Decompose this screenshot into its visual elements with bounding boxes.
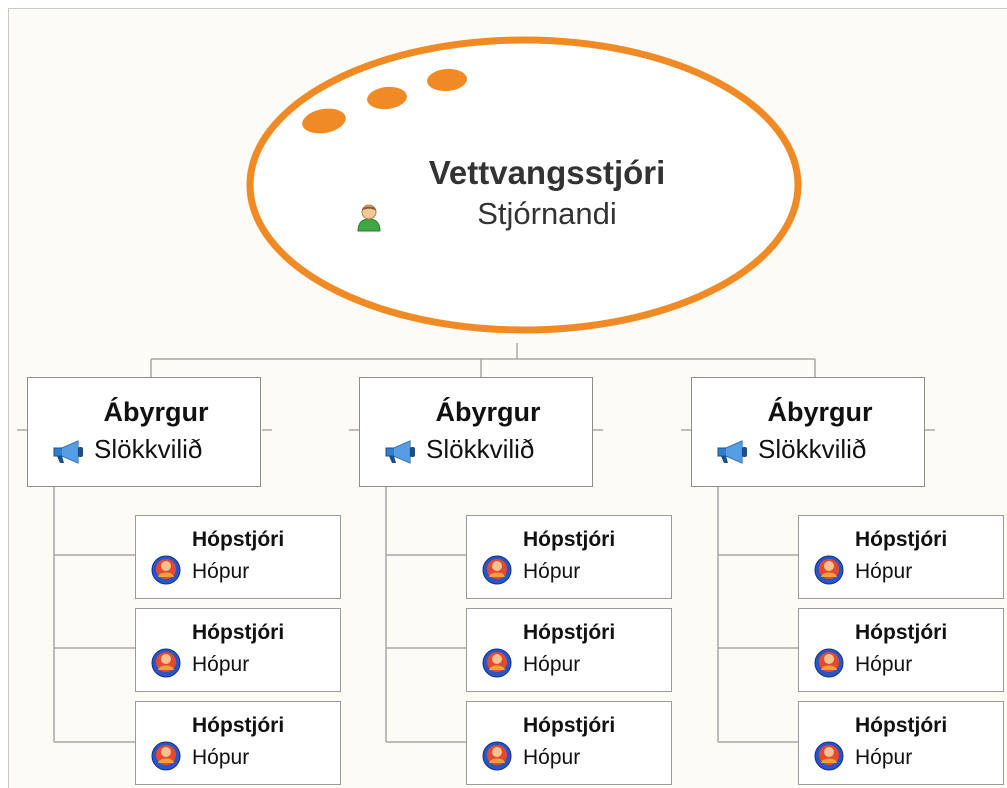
group-globe-icon <box>813 647 845 684</box>
leaf-subtitle: Hópur <box>523 560 581 583</box>
leaf-node[interactable]: Hópstjóri Hópur <box>466 515 672 599</box>
leaf-node[interactable]: Hópstjóri Hópur <box>798 515 1004 599</box>
leaf-node[interactable]: Hópstjóri Hópur <box>135 608 341 692</box>
branch-title: Ábyrgur <box>103 397 209 427</box>
leaf-subtitle: Hópur <box>523 746 581 769</box>
connector-lines <box>17 343 935 743</box>
branch-title: Ábyrgur <box>435 397 541 427</box>
group-globe-icon <box>150 647 182 684</box>
leaf-node[interactable]: Hópstjóri Hópur <box>798 701 1004 785</box>
leaf-subtitle: Hópur <box>192 746 250 769</box>
leaf-title: Hópstjóri <box>192 621 285 644</box>
leaf-subtitle: Hópur <box>523 653 581 676</box>
branch-node[interactable]: Ábyrgur Slökkvilið <box>691 377 925 487</box>
leaf-node[interactable]: Hópstjóri Hópur <box>135 701 341 785</box>
leaf-subtitle: Hópur <box>855 653 913 676</box>
root-subtitle: Stjórnandi <box>477 196 617 231</box>
leaf-node[interactable]: Hópstjóri Hópur <box>466 701 672 785</box>
branch-node[interactable]: Ábyrgur Slökkvilið <box>359 377 593 487</box>
leaf-title: Hópstjóri <box>192 714 285 737</box>
leaf-title: Hópstjóri <box>523 528 616 551</box>
root-node[interactable]: Vettvangsstjóri Stjórnandi <box>245 34 803 336</box>
megaphone-icon <box>52 440 86 469</box>
leaf-node[interactable]: Hópstjóri Hópur <box>466 608 672 692</box>
group-globe-icon <box>813 740 845 777</box>
group-globe-icon <box>481 647 513 684</box>
leaf-title: Hópstjóri <box>855 714 948 737</box>
branch-subtitle: Slökkvilið <box>94 434 203 464</box>
org-chart-canvas: Vettvangsstjóri Stjórnandi Ábyrgur Slökk… <box>8 8 1007 788</box>
group-globe-icon <box>813 554 845 591</box>
group-globe-icon <box>481 740 513 777</box>
leaf-subtitle: Hópur <box>192 560 250 583</box>
leaf-title: Hópstjóri <box>523 621 616 644</box>
branch-subtitle: Slökkvilið <box>426 434 535 464</box>
branch-node[interactable]: Ábyrgur Slökkvilið <box>27 377 261 487</box>
group-globe-icon <box>150 740 182 777</box>
megaphone-icon <box>384 440 418 469</box>
root-title: Vettvangsstjóri <box>428 154 666 191</box>
leaf-subtitle: Hópur <box>855 560 913 583</box>
leaf-node[interactable]: Hópstjóri Hópur <box>135 515 341 599</box>
leaf-title: Hópstjóri <box>523 714 616 737</box>
leaf-subtitle: Hópur <box>855 746 913 769</box>
branch-subtitle: Slökkvilið <box>758 434 867 464</box>
branch-title: Ábyrgur <box>767 397 873 427</box>
leaf-title: Hópstjóri <box>855 528 948 551</box>
leaf-node[interactable]: Hópstjóri Hópur <box>798 608 1004 692</box>
leaf-subtitle: Hópur <box>192 653 250 676</box>
group-globe-icon <box>150 554 182 591</box>
leaf-title: Hópstjóri <box>192 528 285 551</box>
root-ellipse <box>246 36 802 334</box>
group-globe-icon <box>481 554 513 591</box>
leaf-title: Hópstjóri <box>855 621 948 644</box>
megaphone-icon <box>716 440 750 469</box>
